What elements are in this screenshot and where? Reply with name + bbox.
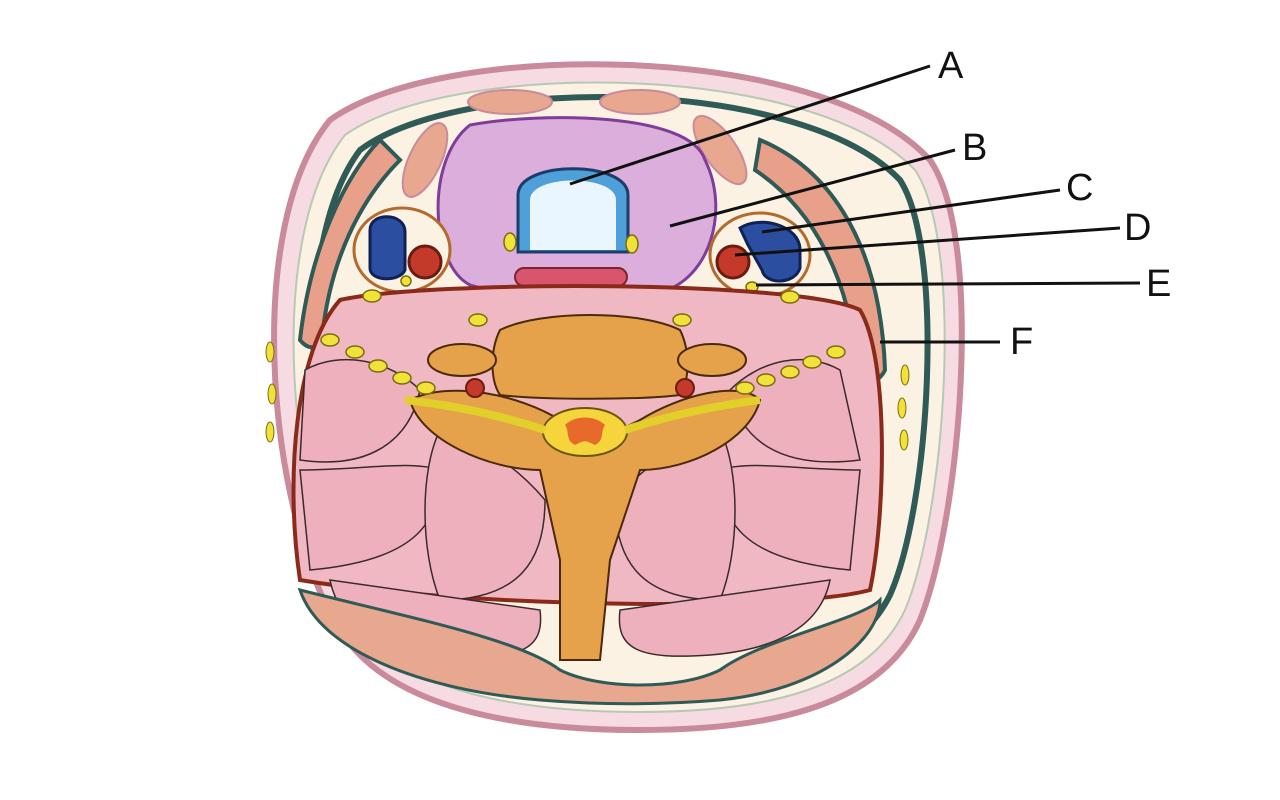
recurrent-laryngeal-nerve-left [503, 232, 517, 252]
strap-muscle-4 [692, 114, 748, 186]
transverse-process-right [677, 343, 747, 377]
brachial-plexus-right [672, 290, 846, 395]
esophagus [514, 267, 628, 287]
leader-line-c [761, 188, 1061, 234]
label-f: F [1010, 321, 1033, 363]
leader-line-e [755, 281, 1141, 287]
label-d: D [1124, 207, 1151, 249]
vertebral-body [491, 314, 689, 400]
strap-muscle-3 [401, 122, 449, 198]
strap-muscle-2 [599, 89, 681, 115]
label-a: A [938, 45, 964, 87]
label-c: C [1066, 167, 1093, 209]
transverse-process-left [427, 343, 497, 377]
posterior-muscles [299, 358, 861, 657]
leader-line-d [734, 226, 1121, 257]
label-e: E [1146, 263, 1171, 305]
trachea-lumen [530, 180, 616, 250]
carotid-sheath-left [352, 206, 452, 294]
spinal-nerve-root-left [404, 396, 547, 434]
label-b: B [962, 127, 987, 169]
vertebral-artery-right [675, 378, 695, 398]
spinal-nerve-root-right [623, 396, 761, 434]
cutaneous-nerves [265, 341, 910, 451]
spinal-grey-matter [565, 417, 605, 445]
common-carotid-artery [715, 244, 751, 280]
trapezius [297, 587, 882, 706]
leader-lines [569, 64, 1141, 344]
recurrent-laryngeal-nerve-right [625, 234, 639, 254]
brachial-plexus-left [320, 289, 488, 395]
leader-line-a [569, 64, 931, 186]
vertebral-artery-left [465, 378, 485, 398]
leader-line-b [669, 148, 956, 228]
strap-muscle-1 [467, 89, 553, 115]
